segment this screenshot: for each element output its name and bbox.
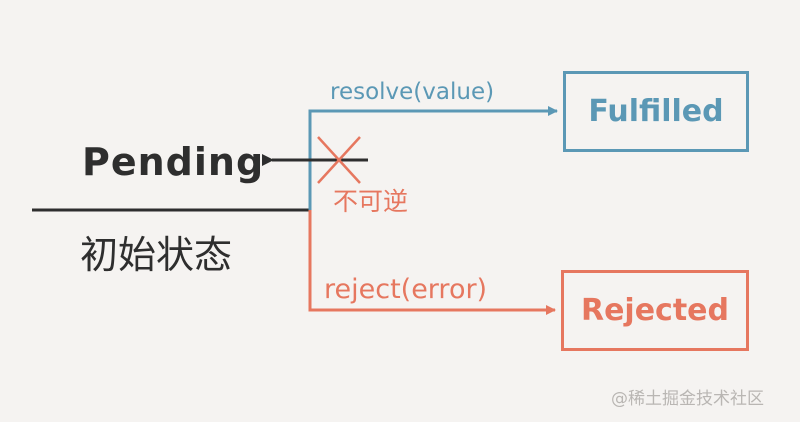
rejected-state-label: Rejected (580, 293, 730, 328)
reject-arrow (308, 210, 556, 315)
pending-state-label: Pending (82, 140, 265, 184)
initial-state-caption: 初始状态 (80, 233, 233, 277)
fulfilled-state-box: Fulfilled (563, 71, 749, 152)
watermark: @稀土掘金技术社区 (611, 389, 764, 409)
rejected-state-box: Rejected (561, 270, 749, 351)
irreversible-label: 不可逆 (333, 187, 409, 216)
fulfilled-state-label: Fulfilled (588, 94, 724, 129)
reject-label: reject(error) (324, 274, 488, 305)
cross-icon (317, 136, 361, 184)
resolve-arrow (308, 106, 558, 210)
resolve-label: resolve(value) (330, 79, 495, 105)
